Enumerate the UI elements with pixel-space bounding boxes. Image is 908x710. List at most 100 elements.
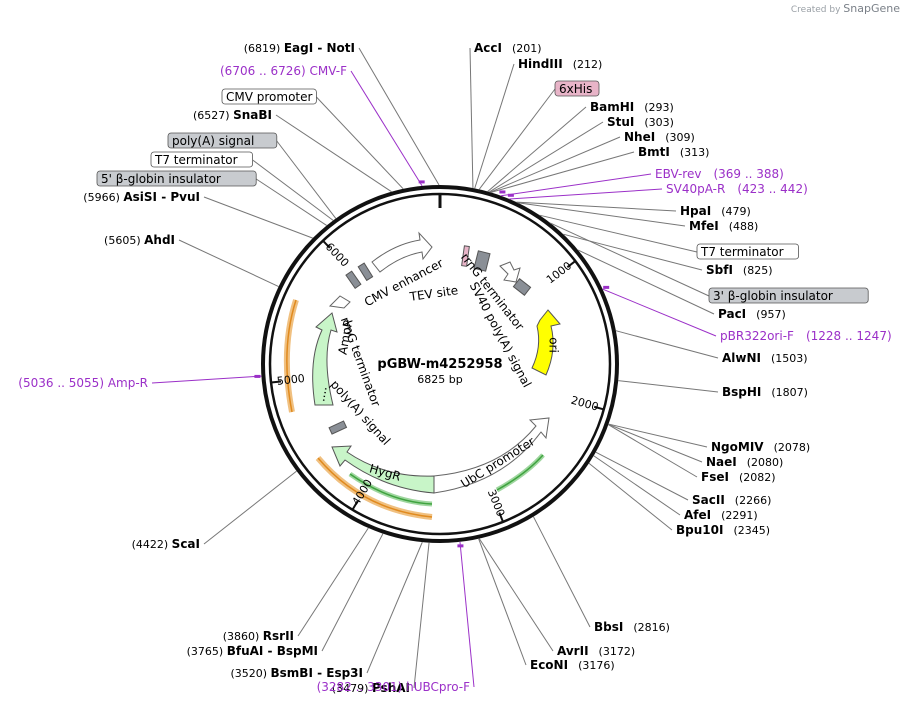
primer-range: (3282 .. 3301) <box>317 680 407 694</box>
site-position: (2266) <box>735 494 772 507</box>
site-position: (2816) <box>633 621 670 634</box>
leader-line <box>618 380 719 393</box>
restriction-site: AccI(201) <box>474 41 542 55</box>
leader-line <box>549 222 710 297</box>
primer-marker <box>603 285 610 289</box>
site-name: PacI <box>718 307 746 321</box>
site-name: HindIII <box>518 57 563 71</box>
site-name: NgoMIV <box>711 440 764 454</box>
leader-line <box>532 516 591 628</box>
site-position: (3860) <box>223 630 263 643</box>
restriction-site: SbfI(825) <box>706 263 773 277</box>
primer-marker <box>254 374 261 378</box>
leader-line <box>478 538 527 666</box>
leader-line <box>459 541 475 688</box>
primer-name: EBV-rev <box>655 167 701 181</box>
feature-inner-label: .... <box>313 385 329 402</box>
gray-feature-2 <box>357 262 374 282</box>
restriction-site: EcoNI(3176) <box>530 658 615 672</box>
leader-line <box>297 527 369 637</box>
tick-mark <box>322 240 331 249</box>
restriction-site: BbsI (2816) <box>594 620 670 634</box>
feature-label-box <box>708 287 869 304</box>
site-position: (1807) <box>771 386 808 399</box>
tick-mark <box>566 260 576 268</box>
tick-label: 3000 <box>485 488 507 519</box>
site-position: (3172) <box>599 645 636 658</box>
ubc-promoter-arrow <box>433 417 550 494</box>
restriction-site: NgoMIV (2078) <box>711 440 810 454</box>
leader-line <box>478 538 554 652</box>
site-name: SbfI <box>706 263 733 277</box>
site-name: AsiSI - PvuI <box>123 190 200 204</box>
site-position: (6527) <box>193 109 233 122</box>
leader-line <box>490 151 635 193</box>
site-name: NaeI <box>706 455 737 469</box>
site-position: (3765) <box>187 645 227 658</box>
site-position: (2345) <box>733 524 770 537</box>
primer-label: SV40pA-R(423 .. 442) <box>666 182 808 196</box>
site-position: (488) <box>729 220 759 233</box>
site-name: RsrII <box>263 629 294 643</box>
site-position: (4422) <box>132 538 172 551</box>
leader-lines <box>151 47 719 689</box>
primer-range: (5036 .. 5055) <box>18 376 108 390</box>
leader-line <box>178 239 279 287</box>
gray-feature-4 <box>512 278 532 296</box>
restriction-site: BspHI(1807) <box>722 385 808 399</box>
restriction-site: PacI (957) <box>718 307 786 321</box>
leader-line <box>151 375 262 384</box>
site-name: AvrII <box>557 644 589 658</box>
leader-line <box>509 188 663 200</box>
site-position: (957) <box>756 308 786 321</box>
site-position: (5605) <box>104 234 144 247</box>
leader-line <box>469 47 474 189</box>
leader-line <box>489 121 604 193</box>
ampr-top-arrow <box>328 295 351 309</box>
restriction-site: AlwNI(1503) <box>722 351 808 365</box>
site-name: AccI <box>474 41 502 55</box>
restriction-site: MfeI(488) <box>689 219 758 233</box>
restriction-site: (3479) PshAI <box>332 681 410 695</box>
primer-name: pBR322ori-F <box>720 329 794 343</box>
feature-label: 6xHis <box>559 82 592 96</box>
restriction-site: (6527) SnaBI <box>193 108 272 122</box>
feature-inner-label: ori <box>547 337 561 353</box>
brand-created-by: Created by <box>790 5 841 15</box>
backbone-outer <box>261 185 619 543</box>
feature-label-box <box>554 80 600 97</box>
site-position: (2078) <box>774 441 811 454</box>
amp-orange-line-dark <box>286 299 297 413</box>
leader-line <box>255 178 327 226</box>
leader-line <box>316 96 404 190</box>
leader-line <box>358 47 440 186</box>
leader-line <box>608 423 703 463</box>
feature-label-box <box>167 132 278 149</box>
site-name: AfeI <box>684 508 711 522</box>
primer-range: (1228 .. 1247) <box>806 329 892 343</box>
feature-label-box <box>150 151 253 168</box>
feature-inner-label: TEV site <box>408 283 459 304</box>
primer-label: (6706 .. 6726) CMV-F <box>220 64 347 78</box>
leader-line <box>474 63 515 189</box>
restriction-site: Bpu10I(2345) <box>676 523 770 537</box>
restriction-site: SacII(2266) <box>692 493 771 507</box>
leader-line <box>490 136 621 193</box>
plasmid-name: pGBW-m4252958 <box>377 357 502 372</box>
leader-line <box>478 88 556 190</box>
site-position: (313) <box>680 146 710 159</box>
leader-line <box>350 70 423 187</box>
restriction-site: (3765) BfuAI - BspMI <box>187 644 318 658</box>
site-name: BbsI <box>594 620 623 634</box>
leader-line <box>413 542 430 689</box>
site-name: BfuAI - BspMI <box>227 644 318 658</box>
primer-marker <box>507 193 514 197</box>
site-name: ScaI <box>172 537 200 551</box>
snapgene-brand: Created by SnapGene <box>791 2 900 15</box>
site-name: SnaBI <box>233 108 272 122</box>
site-position: (303) <box>644 116 674 129</box>
leader-line <box>366 541 423 674</box>
